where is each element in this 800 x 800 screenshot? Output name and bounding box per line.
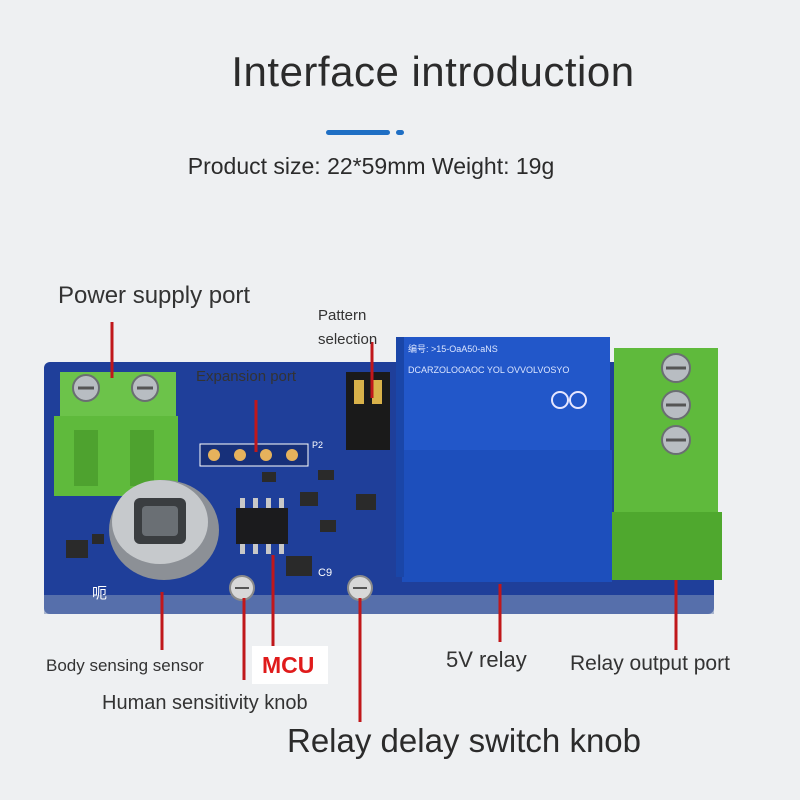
label-human-sensitivity-knob: Human sensitivity knob (102, 692, 308, 714)
expansion-header (199, 443, 309, 467)
mcu-chip (236, 498, 288, 554)
label-relay-delay-switch-knob: Relay delay switch knob (287, 722, 642, 759)
relay-print-line2: DCARZOLOOAOC YOL OVVOLVOSYO (408, 365, 569, 375)
label-power-supply-port: Power supply port (58, 282, 251, 309)
page-title: Interface introduction (231, 48, 635, 95)
relay-output-terminal (612, 348, 722, 580)
silk-c9: C9 (318, 567, 332, 579)
silk-ic-mark: 呃 (92, 584, 107, 602)
label-pattern-line2: selection (318, 331, 378, 348)
label-expansion-port: Expansion port (196, 368, 297, 385)
title-accent-bar (326, 130, 390, 135)
mcu-label-background (252, 646, 328, 684)
relay-5v: 编号: >15-OaA50-aNS DCARZOLOOAOC YOL OVVOL… (396, 337, 612, 582)
title-accent-dot (396, 130, 404, 135)
product-spec-text: Product size: 22*59mm Weight: 19g (187, 153, 555, 179)
label-5v-relay: 5V relay (446, 647, 527, 672)
body-sensing-sensor (109, 480, 219, 580)
label-pattern-selection: Pattern selection (318, 304, 377, 352)
relay-print-line1: 编号: >15-OaA50-aNS (408, 343, 498, 354)
callout-lines (110, 322, 678, 722)
pattern-selection-jumper (346, 372, 390, 450)
human-sensitivity-knob (229, 575, 255, 601)
power-terminal-block (54, 372, 178, 496)
label-body-sensing-sensor: Body sensing sensor (46, 656, 204, 675)
label-pattern-line1: Pattern (318, 307, 367, 324)
silk-p2: P2 (312, 440, 323, 450)
smd-components (66, 470, 376, 576)
label-relay-output-port: Relay output port (570, 652, 730, 675)
label-mcu: MCU (262, 652, 315, 678)
relay-delay-knob (347, 575, 373, 601)
pcb-edge (44, 595, 714, 614)
